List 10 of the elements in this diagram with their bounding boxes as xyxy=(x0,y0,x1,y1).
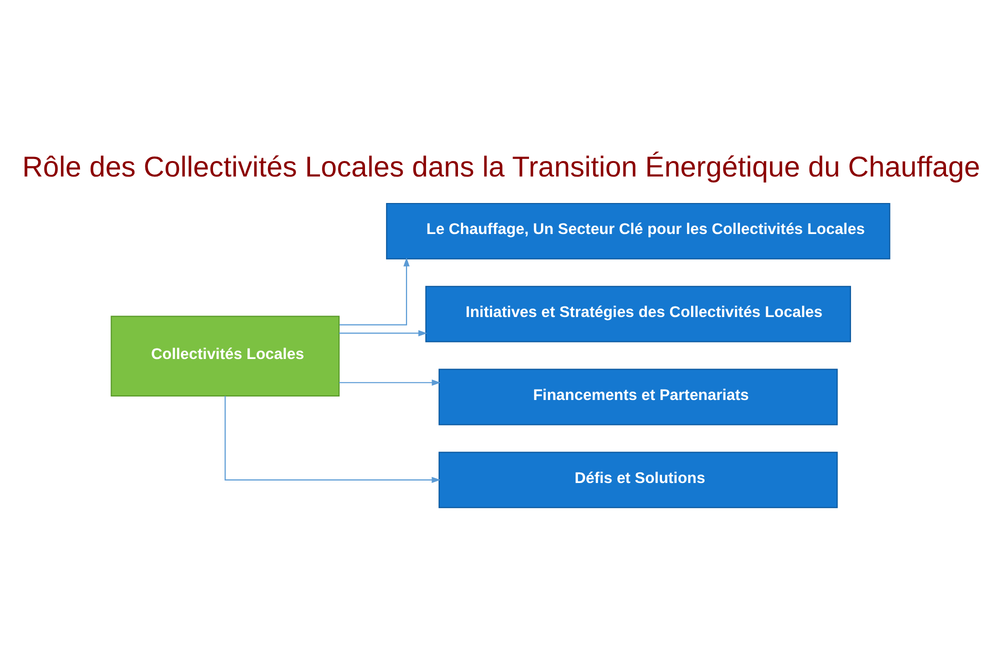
node-box: Le Chauffage, Un Secteur Clé pour les Collectivités Locales xyxy=(386,202,890,260)
node-box: Financements et Partenariats xyxy=(438,368,838,426)
arrow xyxy=(338,380,440,386)
arrow xyxy=(224,396,440,484)
diagram-title: Rôle des Collectivités Locales dans la Transition Énergétique du Chauffage xyxy=(22,152,980,184)
arrow xyxy=(338,330,427,336)
node-box: Collectivités Locales xyxy=(110,316,340,396)
node-box: Initiatives et Stratégies des Collectivités Locales xyxy=(424,286,851,342)
arrow xyxy=(339,258,410,326)
node-box: Défis et Solutions xyxy=(438,452,838,508)
